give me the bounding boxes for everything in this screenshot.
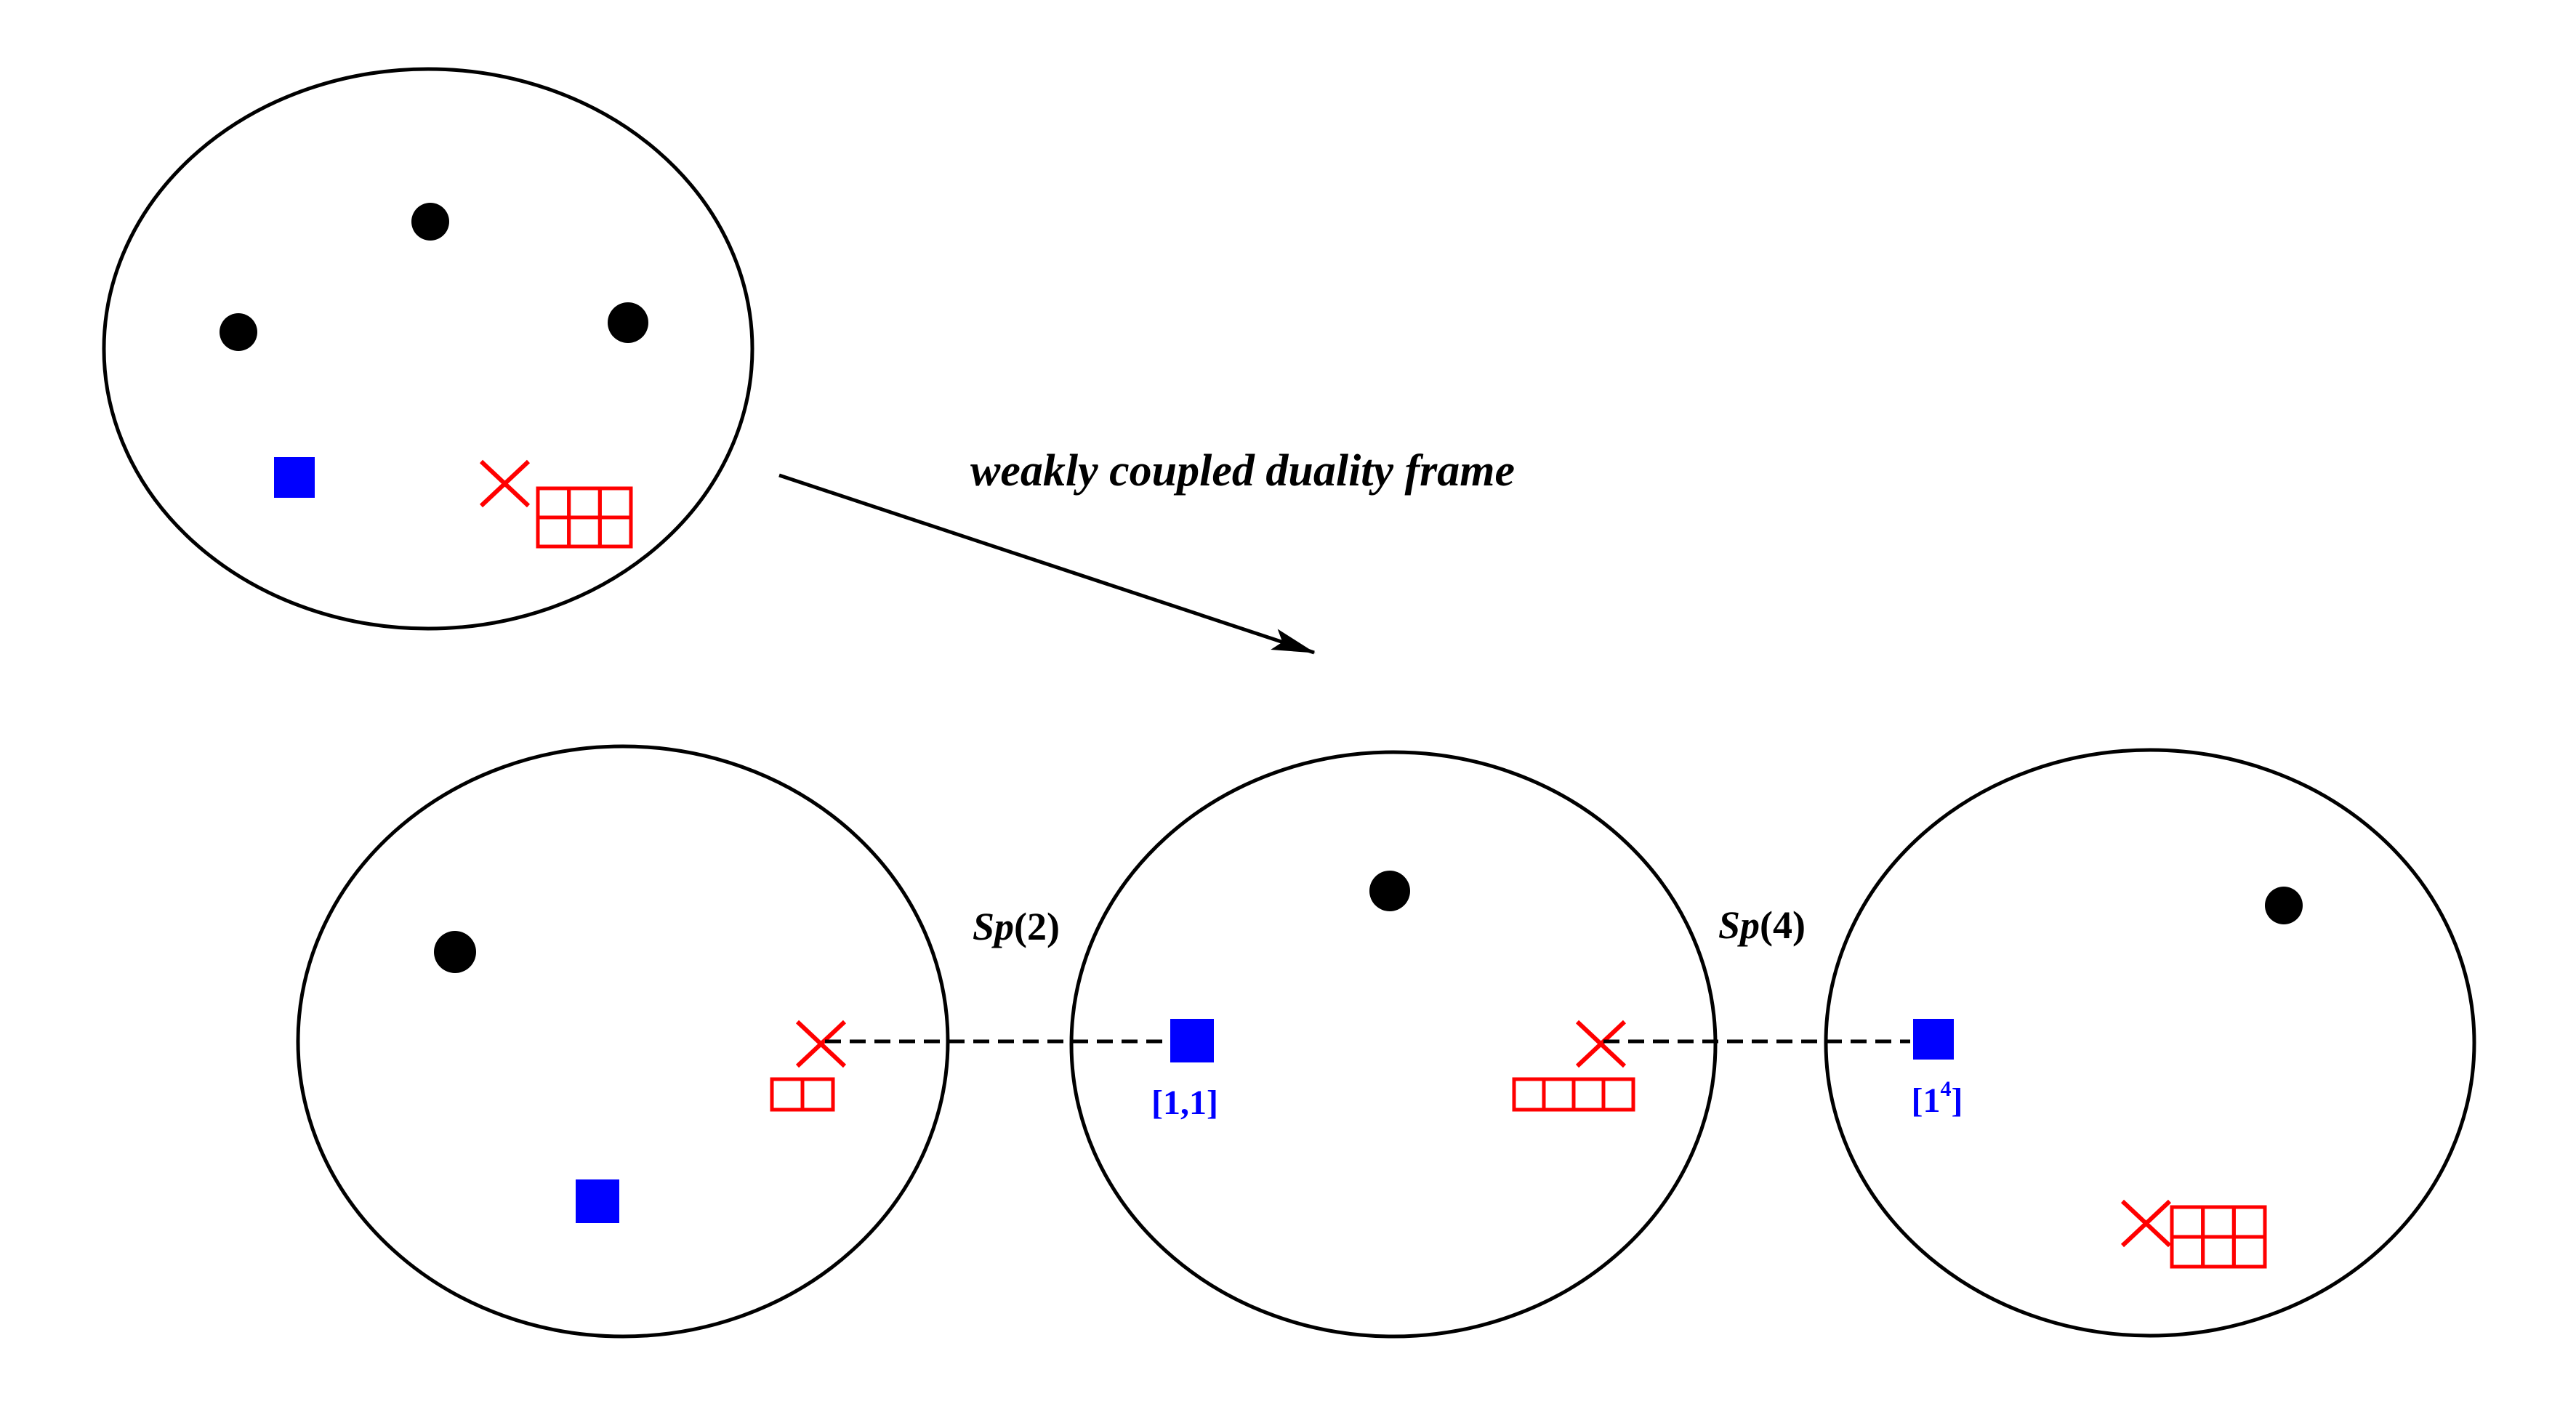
young-box bbox=[1601, 1077, 1635, 1112]
arrow-caption: weakly coupled duality frame bbox=[970, 446, 1515, 496]
cross-marker bbox=[1575, 1020, 1627, 1068]
bottom-left-sphere bbox=[296, 744, 950, 1339]
young-box bbox=[2231, 1235, 2267, 1269]
young-box bbox=[1571, 1077, 1606, 1112]
young-diagram-2x3 bbox=[536, 486, 633, 549]
puncture-dot bbox=[608, 302, 648, 343]
gauge-label-sp2: Sp(2) bbox=[973, 905, 1060, 948]
flavor-square bbox=[1170, 1019, 1214, 1062]
cross-marker bbox=[479, 459, 531, 508]
young-diagram-2x3 bbox=[2170, 1205, 2267, 1269]
young-box bbox=[2170, 1205, 2205, 1239]
young-box bbox=[536, 486, 571, 520]
young-box bbox=[597, 486, 633, 520]
partition-label-middle: [1,1] bbox=[1151, 1084, 1218, 1122]
young-box bbox=[2231, 1205, 2267, 1239]
young-diagram-1x2 bbox=[770, 1077, 835, 1112]
young-box bbox=[567, 515, 602, 549]
gauge-label-sp4: Sp(4) bbox=[1718, 903, 1806, 947]
puncture-dot bbox=[434, 931, 476, 973]
young-box bbox=[567, 486, 602, 520]
cross-marker bbox=[795, 1020, 847, 1068]
cross-marker bbox=[2120, 1199, 2172, 1248]
flavor-square bbox=[274, 457, 315, 498]
bottom-middle-sphere bbox=[1069, 750, 1718, 1339]
young-box bbox=[800, 1077, 835, 1112]
young-box bbox=[1542, 1077, 1576, 1112]
partition-label-right: [14] bbox=[1912, 1077, 1963, 1120]
duality-arrow bbox=[778, 473, 1316, 655]
young-box bbox=[2170, 1235, 2205, 1269]
puncture-dot bbox=[220, 313, 257, 351]
puncture-dot bbox=[1369, 871, 1410, 911]
young-diagram-1x4 bbox=[1512, 1077, 1635, 1112]
puncture-dot bbox=[2265, 887, 2303, 924]
flavor-square bbox=[576, 1179, 619, 1223]
young-box bbox=[2201, 1205, 2236, 1239]
top-sphere bbox=[102, 67, 754, 631]
flavor-square bbox=[1913, 1019, 1954, 1060]
young-box bbox=[1512, 1077, 1546, 1112]
young-box bbox=[536, 515, 571, 549]
puncture-dot bbox=[411, 203, 449, 241]
young-box bbox=[770, 1077, 805, 1112]
young-box bbox=[2201, 1235, 2236, 1269]
young-box bbox=[597, 515, 633, 549]
